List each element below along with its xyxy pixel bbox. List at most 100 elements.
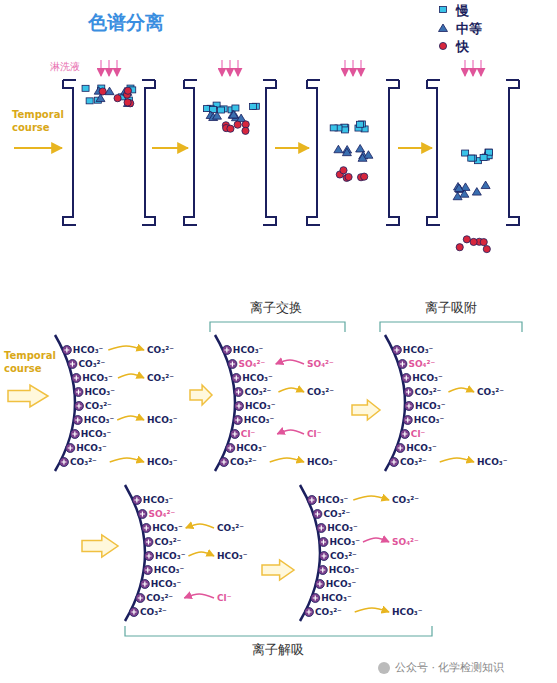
ion-label: SO₄²⁻ [238,358,265,370]
ion-label: HCO₃⁻ [152,522,182,534]
resin-surface [125,485,145,621]
ion-label: HCO₃⁻ [307,456,337,468]
column-wall [307,80,399,225]
ion-arrow [277,430,304,434]
exchange-site [132,496,141,505]
ion-arrow [440,458,474,462]
ion-label: CO₃²⁻ [146,592,173,604]
medium-particle [472,188,481,196]
ion-label: HCO₃⁻ [406,442,436,454]
wechat-icon [378,662,390,674]
eluent-arrow [360,60,362,76]
medium-particle [212,112,221,120]
ion-label: HCO₃⁻ [76,442,106,454]
bracket [125,626,432,636]
ion-label: CO₃²⁻ [230,456,257,468]
exchange-site [315,580,324,589]
plus-sign [406,404,411,409]
plus-sign [75,418,80,423]
plus-sign [146,554,151,559]
exchange-site [72,374,81,383]
ion-arrows [108,346,474,612]
ion-label: CO₃²⁻ [392,494,419,506]
slow-particle [480,155,487,161]
medium-particle [358,154,367,162]
ion-label: HCO₃⁻ [318,494,348,506]
eluent-arrow [100,60,102,76]
exchange-site [389,458,398,467]
plus-sign [319,526,324,531]
exchange-site [144,552,153,561]
column-wall [184,80,276,225]
exchange-site [396,444,405,453]
particles [82,85,493,253]
eluent-arrow [221,60,223,76]
fast-particle [242,127,249,134]
stage-label: 离子解吸 [252,642,304,658]
resin-surface [215,335,235,471]
ion-label: HCO₃⁻ [412,372,442,384]
ion-label: CO₃²⁻ [147,344,174,356]
ion-arrow [355,608,389,612]
resin-surface [300,485,320,621]
ion-label: Cl⁻ [411,428,425,440]
fast-particle [483,246,490,253]
ion-label: HCO₃⁻ [147,414,177,426]
ion-label: HCO₃⁻ [233,344,263,356]
ion-label: CO₃²⁻ [70,456,97,468]
slow-particle [341,127,348,133]
plus-sign [138,596,143,601]
exchange-site [402,374,411,383]
ion-arrow [108,346,144,350]
ion-label: CO₃²⁻ [414,386,441,398]
ion-label: SO₄²⁻ [392,536,419,548]
plus-sign [406,390,411,395]
fast-particle [340,167,347,174]
fast-particle [361,173,368,180]
exchange-site [228,360,237,369]
time-arrow [398,147,432,149]
exchange-site [319,552,328,561]
stage-label: 离子吸附 [425,300,477,316]
ion-arrow [117,416,144,420]
exchange-site [143,566,152,575]
exchange-site [70,430,79,439]
exchange-site [73,416,82,425]
ion-label: CO₃²⁻ [307,386,334,398]
ion-label: CO₃²⁻ [217,522,244,534]
ion-label: CO₃²⁻ [85,400,112,412]
slow-particle [250,104,257,110]
exchange-site [313,510,322,519]
ion-arrow [188,552,214,556]
slow-particle [356,121,363,127]
plus-sign [221,460,226,465]
stage-label: 离子交换 [250,300,302,316]
plus-sign [146,540,151,545]
plus-sign [76,390,81,395]
exchange-site [404,388,413,397]
exchange-site [319,538,328,547]
exchange-site [59,458,68,467]
ion-label: HCO₃⁻ [84,386,114,398]
ion-label: HCO₃⁻ [236,442,266,454]
fast-particle [480,238,487,245]
plus-sign [400,362,405,367]
eluent-arrow [464,60,466,76]
ion-label: HCO₃⁻ [147,456,177,468]
ion-label: CO₃²⁻ [477,386,504,398]
plus-sign [235,418,240,423]
ion-label: CO₃²⁻ [147,372,174,384]
slow-particle [86,98,93,104]
plus-sign [398,446,403,451]
plus-sign [404,376,409,381]
eluent-arrow [352,60,354,76]
exchange-site [142,524,151,533]
plus-sign [405,418,410,423]
eluent-arrow [229,60,231,76]
fast-particle [124,87,131,94]
plus-sign [72,432,77,437]
exchange-site [392,346,401,355]
eluent-arrow [108,60,110,76]
plus-sign [142,582,147,587]
